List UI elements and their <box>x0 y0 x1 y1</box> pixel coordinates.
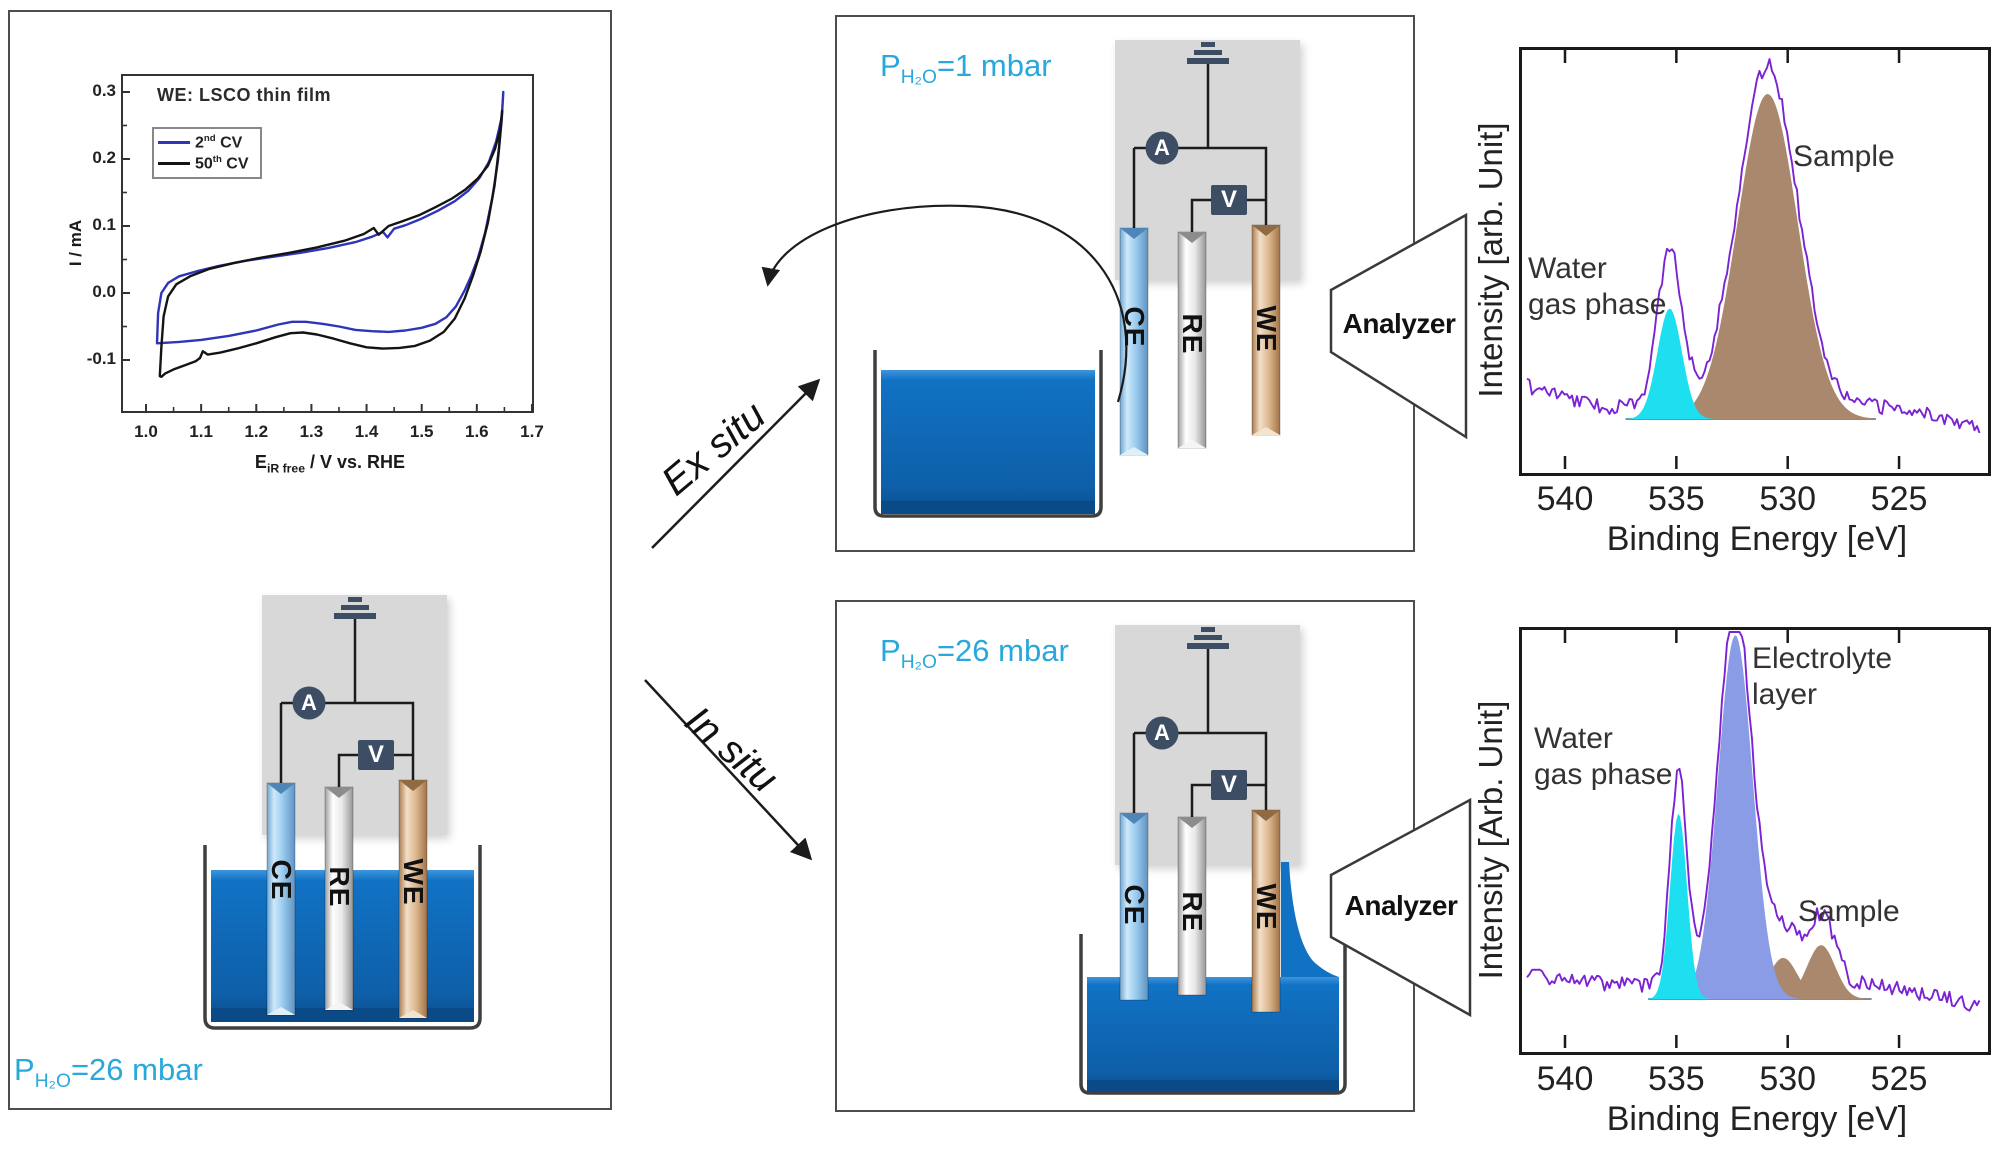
in-situ-label: In situ <box>676 698 787 802</box>
spectrum-x-tick-label: 535 <box>1647 480 1705 518</box>
spectrum-frame-in-situ <box>1519 627 1991 1055</box>
spectrum-x-tick-label: 535 <box>1647 1060 1705 1098</box>
spectrum-x-tick-label: 525 <box>1870 480 1928 518</box>
spectrum-bottom-x-label: Binding Energy [eV] <box>1606 1100 1908 1138</box>
panel-left <box>8 10 612 1110</box>
spectrum-x-tick-label: 530 <box>1759 1060 1817 1098</box>
spectrum-x-tick-label: 540 <box>1536 1060 1594 1098</box>
spectrum-x-tick-label: 540 <box>1536 480 1594 518</box>
spectrum-top-x-label: Binding Energy [eV] <box>1606 520 1908 558</box>
instrument-box-mid-top <box>1115 40 1300 280</box>
ex-situ-label: Ex situ <box>653 393 774 505</box>
spectrum-x-tick-label: 530 <box>1759 480 1817 518</box>
spectrum-x-tick-label: 525 <box>1870 1060 1928 1098</box>
instrument-box-mid-bottom <box>1115 625 1300 865</box>
ex-situ-arrow <box>651 378 821 549</box>
instrument-box-left <box>262 595 447 835</box>
spectrum-bottom-y-label: Intensity [Arb. Unit] <box>1472 700 1509 980</box>
spectrum-frame-ex-situ <box>1519 47 1991 476</box>
spectrum-top-y-label: Intensity [arb. Unit] <box>1472 122 1509 398</box>
in-situ-arrow <box>644 679 813 861</box>
